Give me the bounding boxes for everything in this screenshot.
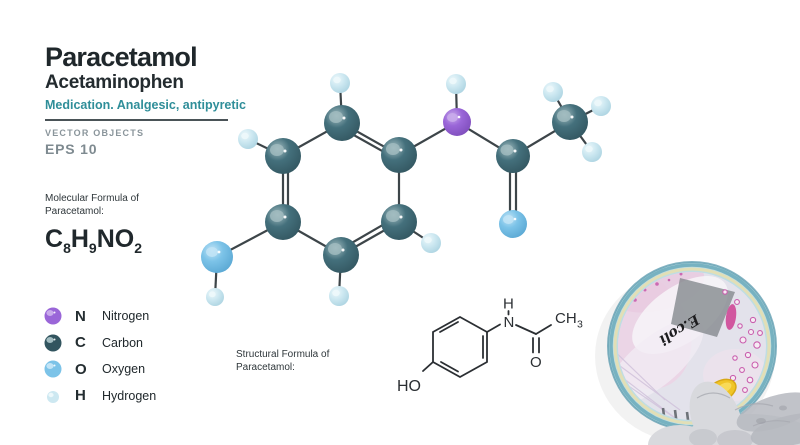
formula-segment: NO [96, 225, 135, 253]
hydrogen-sphere-icon [47, 390, 59, 403]
oxygen-sphere-icon [44, 360, 62, 378]
legend-symbol: O [75, 360, 87, 378]
legend-name: Carbon [102, 335, 143, 350]
legend-name: Oxygen [102, 362, 146, 377]
formula-segment: H [70, 225, 89, 253]
glove-creases [696, 392, 791, 427]
specular-dots [217, 115, 574, 254]
methyl-subscript: 3 [577, 319, 583, 331]
structural-formula-drawing: HO H N O CH 3 [397, 296, 583, 396]
molecular-formula-block: Molecular Formula of Paracetamol: C8H9NO… [45, 192, 143, 256]
gloved-hand [648, 381, 800, 445]
carbonyl-oxygen-label: O [530, 354, 542, 371]
hydrogen-atoms [206, 73, 611, 306]
eps-version-label: EPS 10 [45, 141, 98, 157]
petri-dish-photo: E.coli [595, 261, 800, 445]
legend-row-oxygen: O Oxygen [44, 356, 156, 383]
legend-symbol: N [75, 307, 86, 325]
legend-row-carbon: C Carbon [44, 330, 156, 357]
ring-colonies [722, 289, 763, 393]
hydroxyl-label: HO [397, 378, 421, 395]
legend-name: Hydrogen [102, 388, 157, 403]
hydrogen-highlights [208, 76, 602, 298]
glove-smudge [756, 418, 766, 424]
molecule-3d-model [201, 73, 611, 306]
vector-objects-label: VECTOR OBJECTS [45, 128, 145, 138]
formula-subscript: 2 [134, 240, 143, 256]
oxygen-highlights [206, 215, 514, 257]
carbon-highlights [270, 110, 571, 255]
structural-bonds [422, 310, 552, 379]
formula-subscript: 8 [63, 240, 71, 256]
bonds [213, 81, 603, 299]
structural-atom-labels: HO H N O CH 3 [397, 296, 583, 396]
atom-legend: N Nitrogen C Carbon O Oxygen [44, 303, 156, 409]
divider-line [45, 119, 228, 121]
pink-blob [725, 304, 737, 330]
legend-name: Nitrogen [102, 309, 150, 324]
chemical-formula: C8H9NO2 [45, 225, 143, 256]
lid-reflection [671, 278, 735, 337]
molecular-formula-caption: Molecular Formula of Paracetamol: [45, 193, 139, 217]
header-block: Paracetamol Acetaminophen Medication. An… [45, 44, 305, 157]
legend-row-hydrogen: H Hydrogen [44, 383, 156, 410]
tagline: Medication. Analgesic, antipyretic [45, 98, 246, 112]
carbon-sphere-icon [44, 334, 62, 352]
page-title: Paracetamol [45, 42, 198, 72]
methyl-label: CH [555, 310, 577, 327]
page-subtitle: Acetaminophen [45, 72, 184, 93]
legend-symbol: H [75, 387, 86, 405]
nitrogen-sphere-icon [44, 307, 62, 325]
structural-formula-caption: Structural Formula of Paracetamol: [236, 349, 330, 373]
formula-segment: C [45, 225, 64, 253]
nitrogen-atom [443, 108, 471, 136]
legend-row-nitrogen: N Nitrogen [44, 303, 156, 330]
dish-inner-ring [613, 267, 771, 425]
glove-smudge [779, 405, 787, 411]
nitrogen-highlight [447, 113, 458, 122]
legend-symbol: C [75, 334, 86, 352]
amide-hydrogen-label: H [503, 296, 514, 313]
nitrogen-label: N [504, 314, 515, 331]
formula-subscript: 9 [88, 240, 97, 256]
